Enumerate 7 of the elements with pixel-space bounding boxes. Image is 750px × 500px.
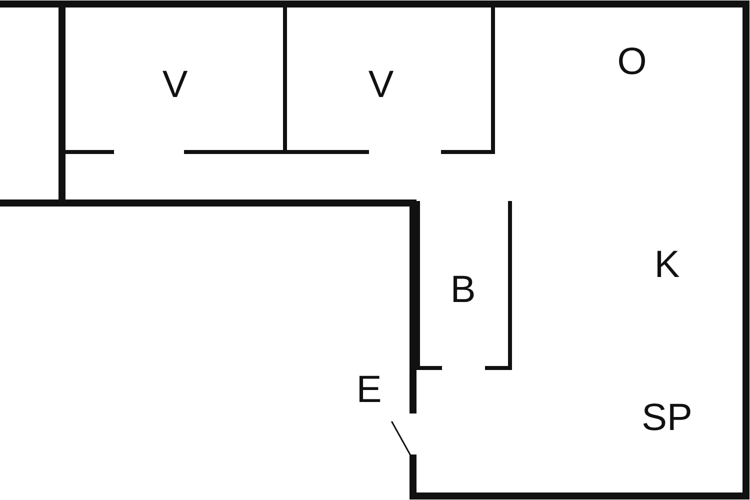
room-label: K xyxy=(654,246,680,284)
room-label: SP xyxy=(642,399,692,437)
room-label: O xyxy=(617,43,647,81)
room-label: E xyxy=(356,371,382,409)
room-label: V xyxy=(368,66,394,104)
room-label: B xyxy=(450,271,476,309)
room-label: V xyxy=(162,66,188,104)
